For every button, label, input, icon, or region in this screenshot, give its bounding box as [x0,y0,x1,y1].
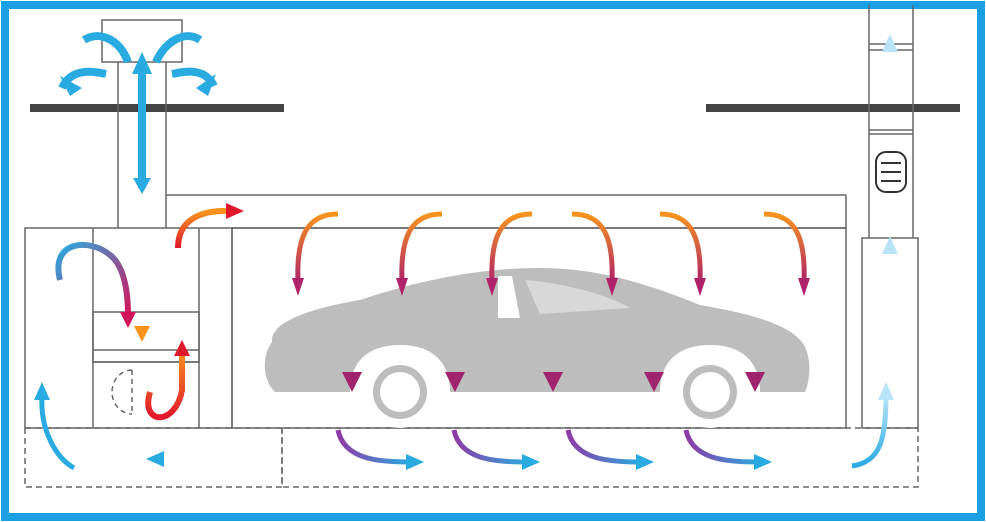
downdraft-arrows [342,292,765,392]
roof-left [30,104,284,112]
plenum-curl-arrows [292,211,810,296]
heater-unit [24,227,233,429]
heater-arrows [55,203,244,421]
exhaust-fan-icon [875,151,907,193]
floor-pit [24,427,919,488]
burner-fan-icon [111,369,133,415]
car-silhouette [264,268,810,428]
stack-arrows [851,34,898,469]
roof-right [706,104,960,112]
floor-exhaust-arrows [34,382,772,471]
intake-arrows [58,32,218,194]
